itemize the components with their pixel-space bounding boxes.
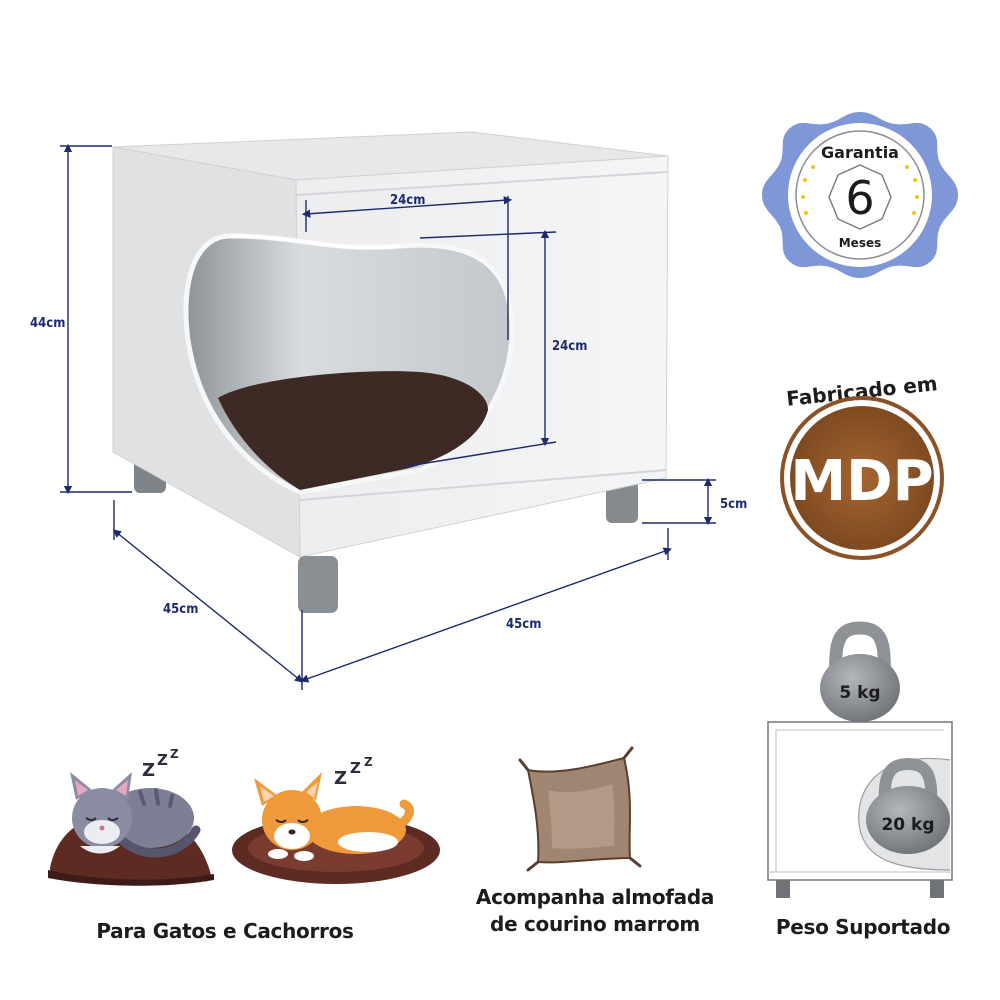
dim-width: 45cm <box>506 617 541 632</box>
front-left-leg <box>298 556 338 613</box>
svg-text:Z: Z <box>157 751 168 769</box>
kettlebell-20kg-icon: 20 kg <box>866 757 950 854</box>
dim-height-total: 44cm <box>30 316 65 331</box>
pet-house <box>112 131 669 613</box>
mini-leg-right <box>930 880 944 898</box>
dim-opening-width: 24cm <box>390 193 425 208</box>
warranty-stars <box>801 165 919 215</box>
cat-illustration: Z Z Z <box>48 747 214 886</box>
inner-cushion <box>218 371 488 490</box>
svg-text:Z: Z <box>142 760 155 781</box>
dim-depth: 45cm <box>163 602 198 617</box>
caption-pets: Para Gatos e Cachorros <box>96 919 354 943</box>
opening-highlight <box>229 234 401 249</box>
svg-text:Z: Z <box>364 755 373 769</box>
kettlebell-5kg-icon: 5 kg <box>820 621 900 722</box>
dog-illustration: Z Z Z <box>232 755 440 884</box>
top-edge-line <box>295 171 669 196</box>
mdp-value: MDP <box>790 449 933 514</box>
warranty-title: Garantia <box>821 143 899 162</box>
svg-text:Z: Z <box>170 747 179 761</box>
warranty-unit: Meses <box>839 236 882 250</box>
weight-inside-label: 20 kg <box>881 815 934 835</box>
weight-top-label: 5 kg <box>839 683 880 703</box>
caption-weight: Peso Suportado <box>775 915 951 939</box>
warranty-octagon <box>828 164 892 230</box>
svg-text:Z: Z <box>334 768 347 789</box>
mini-leg-left <box>776 880 790 898</box>
bottom-edge-line <box>299 469 667 501</box>
weight-diagram: 5 kg 20 kg <box>767 621 953 898</box>
dim-leg-height: 5cm <box>720 497 747 512</box>
warranty-badge: Garantia 6 Meses <box>762 112 958 278</box>
cushion-icon <box>518 746 642 872</box>
caption-cushion-line1: Acompanha almofada <box>475 885 715 909</box>
caption-cushion: Acompanha almofada de courino marrom <box>470 884 720 938</box>
mdp-disc <box>790 406 934 550</box>
svg-text:Z: Z <box>350 759 361 777</box>
dim-opening-height: 24cm <box>552 339 587 354</box>
dimension-lines <box>60 143 716 690</box>
mdp-badge: Fabricado em MDP <box>780 371 944 560</box>
warranty-value: 6 <box>845 171 874 225</box>
caption-cushion-line2: de courino marrom <box>490 912 700 936</box>
